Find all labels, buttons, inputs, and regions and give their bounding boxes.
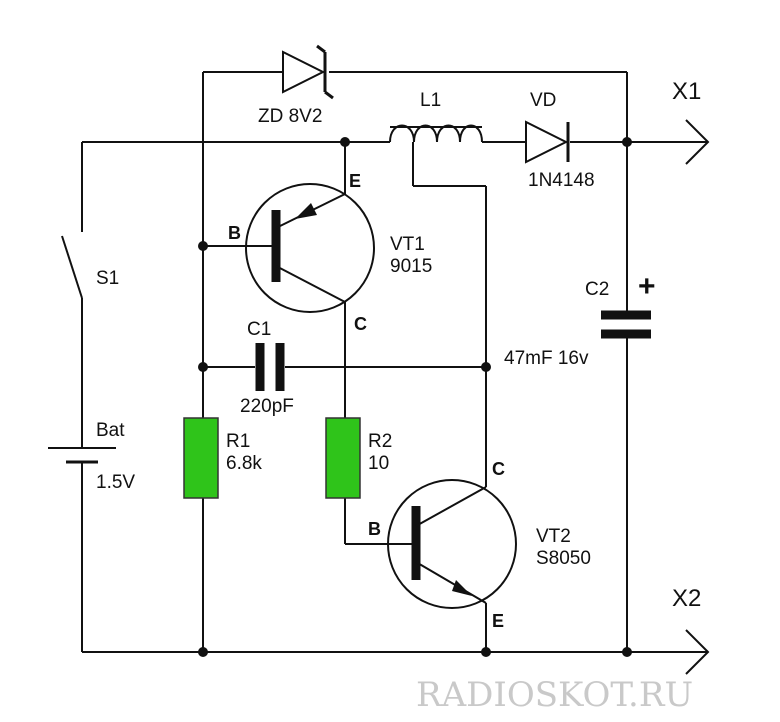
- junction-dot: [481, 362, 491, 372]
- r2-value-label: 10: [368, 453, 389, 474]
- c2-polarity-label: +: [638, 270, 656, 303]
- vt2-collector-label: C: [492, 459, 505, 479]
- c2-label: C2: [585, 279, 609, 300]
- diode: [525, 120, 570, 164]
- output-x1-arrow: [685, 119, 710, 165]
- transistor-vt2: [387, 479, 517, 609]
- vt1-emitter-label: E: [349, 171, 361, 191]
- vt2-emitter-label: E: [492, 611, 504, 631]
- diode-part-label: 1N4148: [528, 170, 595, 191]
- junction-dot: [622, 137, 632, 147]
- vt1-part-label: 9015: [390, 256, 432, 277]
- transistor-vt1: [245, 183, 375, 313]
- resistor-r1: [183, 417, 219, 499]
- inductor: [389, 124, 483, 143]
- vt2-base-label: B: [368, 519, 381, 539]
- capacitor-c2: [601, 310, 651, 339]
- zener-label: ZD 8V2: [258, 106, 322, 127]
- junction-dot: [622, 647, 632, 657]
- r1-value-label: 6.8k: [226, 453, 262, 474]
- zener-diode: [282, 44, 334, 100]
- watermark: RADIOSKOT.RU: [416, 675, 693, 715]
- vt1-base-label: B: [228, 223, 241, 243]
- junction-dot: [340, 137, 350, 147]
- diode-label: VD: [530, 90, 556, 111]
- battery: [48, 447, 116, 464]
- vt2-name-label: VT2: [536, 526, 571, 547]
- vt2-part-label: S8050: [536, 548, 591, 569]
- r2-label: R2: [368, 431, 392, 452]
- c1-value-label: 220pF: [240, 396, 294, 417]
- junction-dot: [198, 241, 208, 251]
- inductor-label: L1: [420, 90, 441, 111]
- output-x1-label: X1: [672, 78, 701, 105]
- vt1-collector-label: C: [354, 314, 367, 334]
- battery-value-label: 1.5V: [96, 472, 135, 493]
- vt1-name-label: VT1: [390, 234, 425, 255]
- junction-dots: [198, 137, 632, 657]
- battery-label: Bat: [96, 420, 125, 441]
- switch-s1: [61, 235, 83, 299]
- junction-dot: [481, 647, 491, 657]
- output-x2-arrow: [685, 629, 710, 675]
- switch-label: S1: [96, 268, 119, 289]
- c2-value-label: 47mF 16v: [504, 348, 589, 369]
- wires: [81, 71, 708, 653]
- resistor-r2: [325, 417, 361, 499]
- junction-dot: [198, 362, 208, 372]
- junction-dot: [198, 647, 208, 657]
- c1-label: C1: [247, 319, 271, 340]
- capacitor-c1: [255, 343, 285, 391]
- r1-label: R1: [226, 431, 250, 452]
- output-x2-label: X2: [672, 585, 701, 612]
